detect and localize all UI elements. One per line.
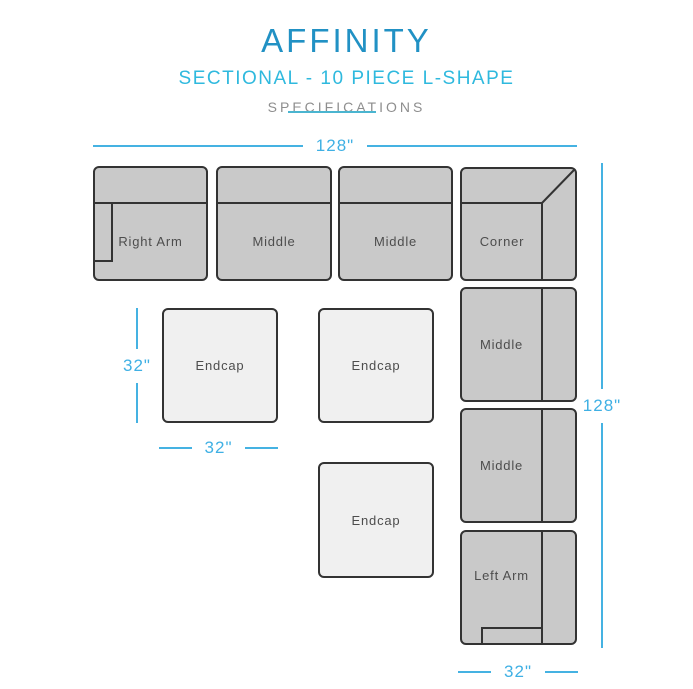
- piece-label: Middle: [479, 337, 524, 352]
- piece-middle-2: Middle: [338, 166, 453, 281]
- page-title: AFFINITY: [261, 22, 432, 59]
- dimension-top-width: 128": [93, 134, 577, 158]
- backrest-line: [218, 168, 330, 204]
- dimension-line: [159, 447, 192, 449]
- corner-seam-lines: [462, 169, 575, 279]
- piece-right-arm: Right Arm: [93, 166, 208, 281]
- piece-left-arm: Left Arm: [460, 530, 577, 645]
- piece-middle-1: Middle: [216, 166, 332, 281]
- dimension-line: [601, 422, 603, 648]
- dimension-line: [136, 382, 138, 423]
- piece-label: Endcap: [351, 358, 401, 373]
- dimension-line: [544, 671, 579, 673]
- piece-corner: Corner: [460, 167, 577, 281]
- backrest-line: [541, 289, 543, 400]
- piece-label: Middle: [373, 234, 418, 249]
- piece-label: Corner: [479, 233, 525, 249]
- dimension-line: [458, 671, 492, 673]
- dimension-label: 32": [204, 438, 233, 457]
- piece-label: Right Arm: [118, 234, 183, 249]
- backrest-line: [340, 168, 451, 204]
- backrest-line: [541, 532, 543, 643]
- dimension-bottom-width: 32": [458, 660, 579, 684]
- piece-endcap-1: Endcap: [162, 308, 278, 423]
- piece-label: Middle: [479, 458, 524, 473]
- piece-label: Endcap: [351, 512, 401, 528]
- dimension-line: [136, 308, 138, 349]
- page-subtitle: SECTIONAL - 10 PIECE L-SHAPE: [178, 68, 515, 89]
- piece-label: Endcap: [195, 358, 245, 373]
- header: AFFINITY SECTIONAL - 10 PIECE L-SHAPE SP…: [0, 0, 693, 115]
- piece-endcap-3: Endcap: [318, 462, 434, 578]
- armrest-shape: [481, 627, 543, 645]
- dimension-label: 32": [504, 662, 532, 681]
- dimension-line: [367, 145, 577, 147]
- dimension-line: [93, 145, 303, 147]
- dimension-label: 32": [123, 355, 151, 375]
- dimension-endcap-height: 32": [115, 308, 159, 423]
- piece-label: Left Arm: [474, 568, 529, 583]
- dimension-line: [245, 447, 279, 449]
- armrest-shape: [95, 204, 113, 262]
- backrest-line: [541, 410, 543, 521]
- dimension-line: [601, 163, 603, 389]
- specifications-underline: [288, 111, 376, 113]
- piece-label: Middle: [252, 234, 296, 249]
- piece-middle-3: Middle: [460, 287, 577, 402]
- dimension-label: 128": [582, 395, 622, 415]
- dimension-endcap-width: 32": [159, 436, 279, 460]
- piece-middle-4: Middle: [460, 408, 577, 523]
- piece-endcap-2: Endcap: [318, 308, 434, 423]
- dimension-right-height: 128": [580, 163, 624, 648]
- dimension-label: 128": [315, 136, 355, 155]
- backrest-line: [95, 168, 206, 204]
